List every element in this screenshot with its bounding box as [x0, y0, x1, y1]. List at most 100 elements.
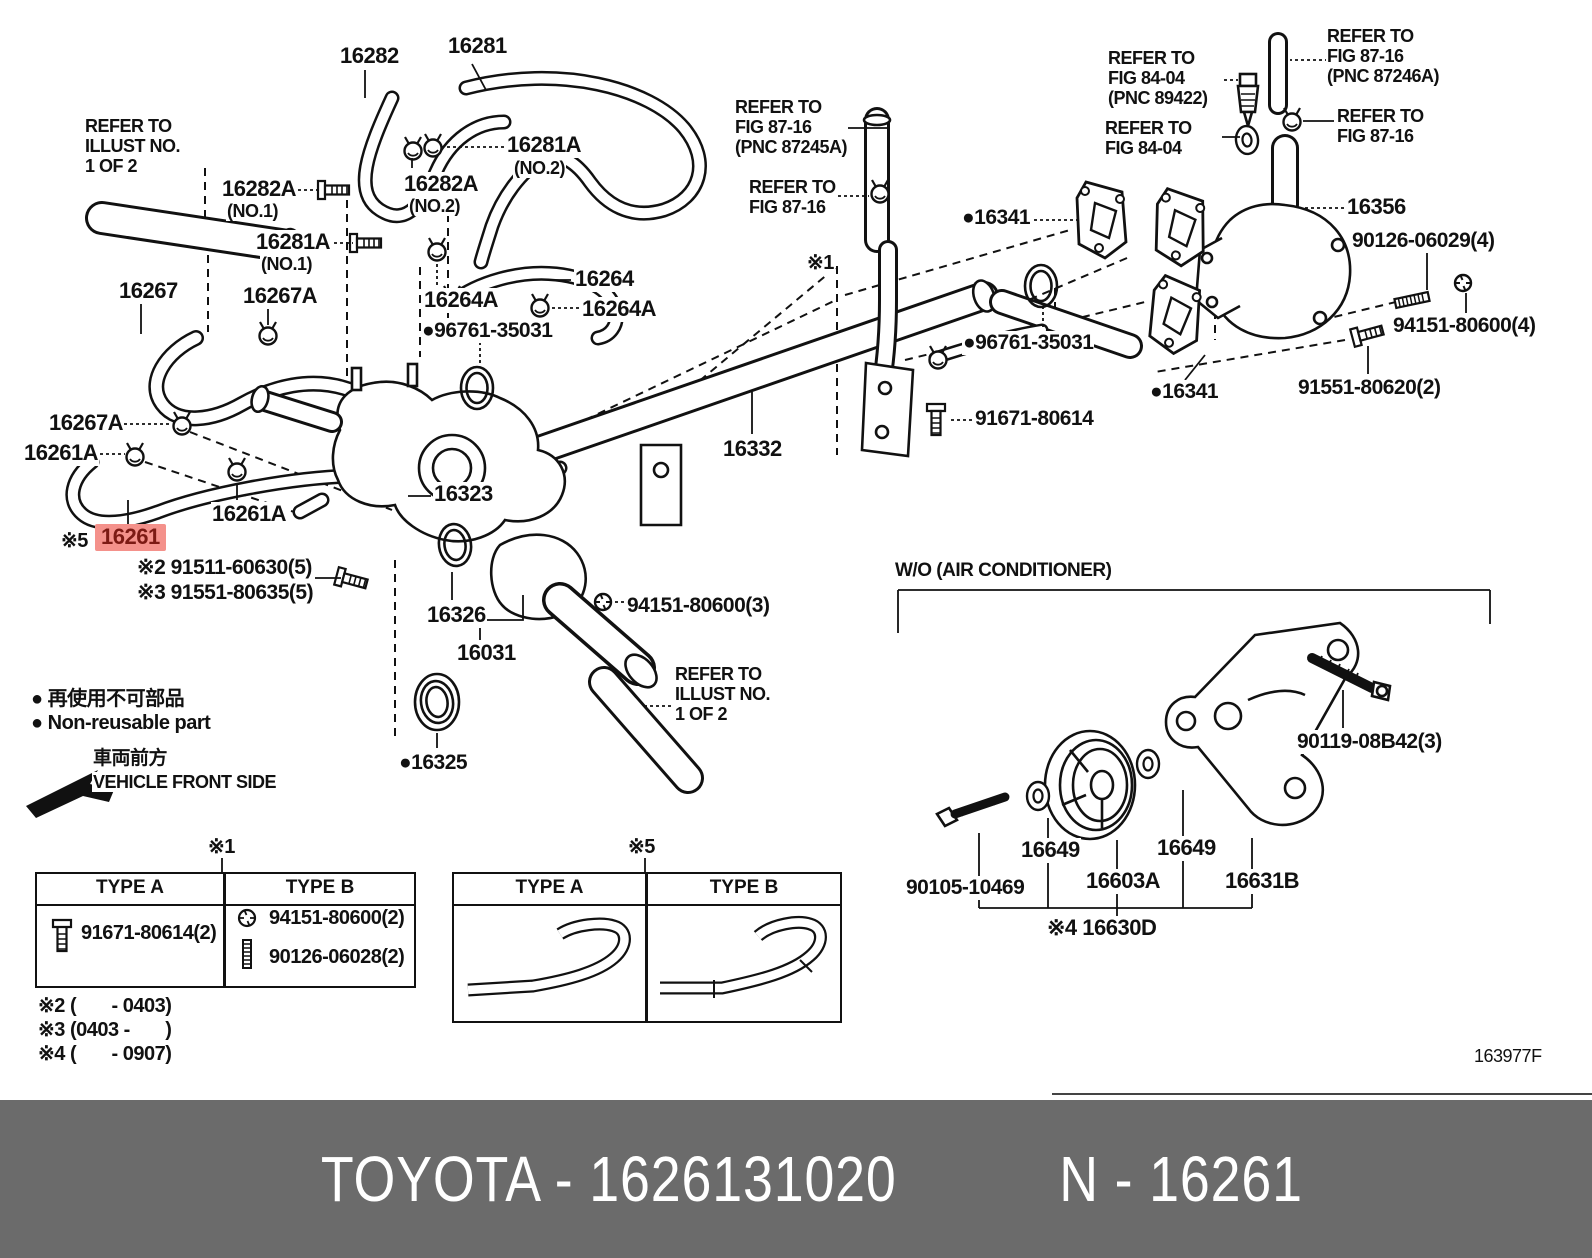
note-2: ※2 ( - 0403) [37, 995, 173, 1018]
label-16264: 16264 [574, 266, 635, 292]
legend-nonreusable-jp: ● 再使用不可部品 [30, 688, 186, 711]
banner-pnc: N - 16261 [1058, 1143, 1303, 1215]
hose-type-table: TYPE A TYPE B [452, 872, 842, 1023]
label-16282: 16282 [339, 43, 400, 69]
figure-code: 163977F [1474, 1046, 1542, 1066]
label-16332: 16332 [722, 436, 783, 462]
label-16631b: 16631B [1224, 868, 1301, 894]
label-16281a-no2-sub: (NO.2) [513, 158, 566, 179]
label-16261a-left: 16261A [23, 440, 100, 466]
label-16267: 16267 [118, 278, 179, 304]
refer-fig-87-16-pnc87245a-label: REFER TO FIG 87-16 (PNC 87245A) [734, 97, 849, 158]
label-91671-80614: 91671-80614 [974, 407, 1095, 431]
water-outlet-16356 [1194, 202, 1352, 340]
label-91551-80635: ※3 91551-80635(5) [136, 581, 315, 605]
ac-bracket-16631b [1164, 621, 1360, 827]
diagram-line-art [26, 32, 1592, 1095]
label-16630d: ※4 16630D [1046, 915, 1158, 941]
label-16341-bottom: ●16341 [1149, 380, 1220, 404]
note-marker-5: ※5 [60, 530, 89, 553]
table1-cell-a-part: 91671-80614(2) [81, 922, 217, 944]
gasket-plate-middle [1151, 186, 1209, 269]
table1-marker: ※1 [207, 836, 236, 859]
table2-header-type-a: TYPE A [515, 877, 584, 898]
label-94151-80600-3: 94151-80600(3) [626, 594, 771, 618]
vehicle-front-arrow-icon [26, 770, 114, 818]
washer-16649-left [1025, 780, 1051, 812]
bottom-banner: TOYOTA - 1626131020 N - 16261 [0, 1100, 1592, 1258]
pipe-bracket-stay [639, 361, 915, 527]
refer-fig-87-16-center-label: REFER TO FIG 87-16 [748, 177, 837, 218]
table2-hose-b-glyph [660, 916, 827, 998]
table1-cell-b-part-1: 94151-80600(2) [269, 907, 405, 929]
label-91551-80620: 91551-80620(2) [1297, 376, 1442, 400]
label-16031: 16031 [456, 640, 517, 666]
table2-divider [645, 874, 648, 1021]
label-90126-06029: 90126-06029(4) [1351, 229, 1496, 253]
label-16264a-mid: 16264A [581, 296, 658, 322]
label-16264a-top: 16264A [423, 287, 500, 313]
table-marker-ticks [221, 856, 646, 872]
label-16281a-no2: 16281A [506, 132, 583, 158]
fastener-type-table: TYPE A TYPE B 91671-80614(2) 94151-80600… [35, 872, 416, 988]
label-94151-80600-4: 94151-80600(4) [1392, 314, 1537, 338]
water-inlet-housing-16323 [250, 362, 567, 543]
label-16603a: 16603A [1085, 868, 1162, 894]
label-16323: 16323 [433, 481, 494, 507]
wo-ac-bracket-line [897, 589, 1491, 633]
leader-lines [88, 59, 1467, 748]
label-96761-35031-left: ●96761-35031 [421, 319, 554, 343]
table1-cell-b-part-2: 90126-06028(2) [269, 946, 405, 968]
table2-header-type-b: TYPE B [709, 877, 779, 898]
label-16325: ●16325 [398, 751, 469, 775]
label-96761-35031-right: ●96761-35031 [962, 331, 1095, 355]
label-90119-08b42: 90119-08B42(3) [1296, 730, 1443, 754]
refer-fig-87-16-pnc87246a-label: REFER TO FIG 87-16 (PNC 87246A) [1326, 26, 1441, 87]
label-91511-60630: ※2 91511-60630(5) [136, 556, 313, 580]
banner-part-number: TOYOTA - 1626131020 [321, 1143, 897, 1215]
table1-nut-and-stud-icons [237, 908, 257, 969]
bolt-90105 [935, 792, 1010, 828]
refer-fig-84-04-pnc89422-label: REFER TO FIG 84-04 (PNC 89422) [1107, 48, 1209, 109]
label-16261a-lower: 16261A [211, 501, 288, 527]
gasket-16341-top [1075, 180, 1128, 260]
water-inlet-16031 [489, 533, 658, 689]
note-4: ※4 ( - 0907) [37, 1043, 173, 1066]
refer-illust-left-label: REFER TO ILLUST NO. 1 OF 2 [84, 116, 181, 177]
table2-marker: ※5 [627, 836, 656, 859]
label-16649-right: 16649 [1156, 835, 1217, 861]
table1-header-row [37, 874, 414, 906]
label-90105-10469: 90105-10469 [905, 876, 1026, 900]
outlet-tube-87246a [1268, 32, 1302, 219]
label-16282a-no2-sub: (NO.2) [408, 196, 461, 217]
pulley-16603a [1043, 729, 1137, 841]
oring-96761-right [1023, 263, 1059, 309]
label-16341-top: ●16341 [961, 206, 1032, 230]
label-16267a-left: 16267A [48, 410, 125, 436]
highlighted-part-number: 16261 [95, 524, 166, 551]
label-16282a-no1-sub: (NO.1) [226, 201, 279, 222]
bolt-90119 [1307, 653, 1392, 702]
table1-header-type-a: TYPE A [96, 877, 164, 898]
label-16356: 16356 [1346, 194, 1407, 220]
label-16281a-no1-sub: (NO.1) [260, 254, 313, 275]
reference-pipe-lower [588, 666, 704, 794]
oring-96761-left [459, 365, 495, 411]
label-16281: 16281 [447, 33, 508, 59]
refer-fig-87-16-right-label: REFER TO FIG 87-16 [1336, 106, 1425, 147]
table1-bolt-icon [51, 918, 73, 953]
label-16326: 16326 [426, 602, 487, 628]
label-16267a-top: 16267A [242, 283, 319, 309]
label-16649-left: 16649 [1020, 837, 1081, 863]
label-16282a-no2: 16282A [403, 171, 480, 197]
legend-front-jp: 車両前方 [92, 748, 169, 770]
refer-illust-right-label: REFER TO ILLUST NO. 1 OF 2 [674, 664, 771, 725]
table2-hose-a-glyph [467, 917, 631, 997]
main-pipe-16332 [507, 279, 1143, 471]
label-16281a-no1: 16281A [255, 229, 332, 255]
legend-front-en: VEHICLE FRONT SIDE [92, 772, 278, 793]
legend-nonreusable-en: ● Non-reusable part [30, 712, 212, 735]
temp-sensor-89422 [1233, 72, 1261, 157]
table1-divider [223, 874, 226, 986]
note-3: ※3 (0403 - ) [37, 1019, 173, 1042]
